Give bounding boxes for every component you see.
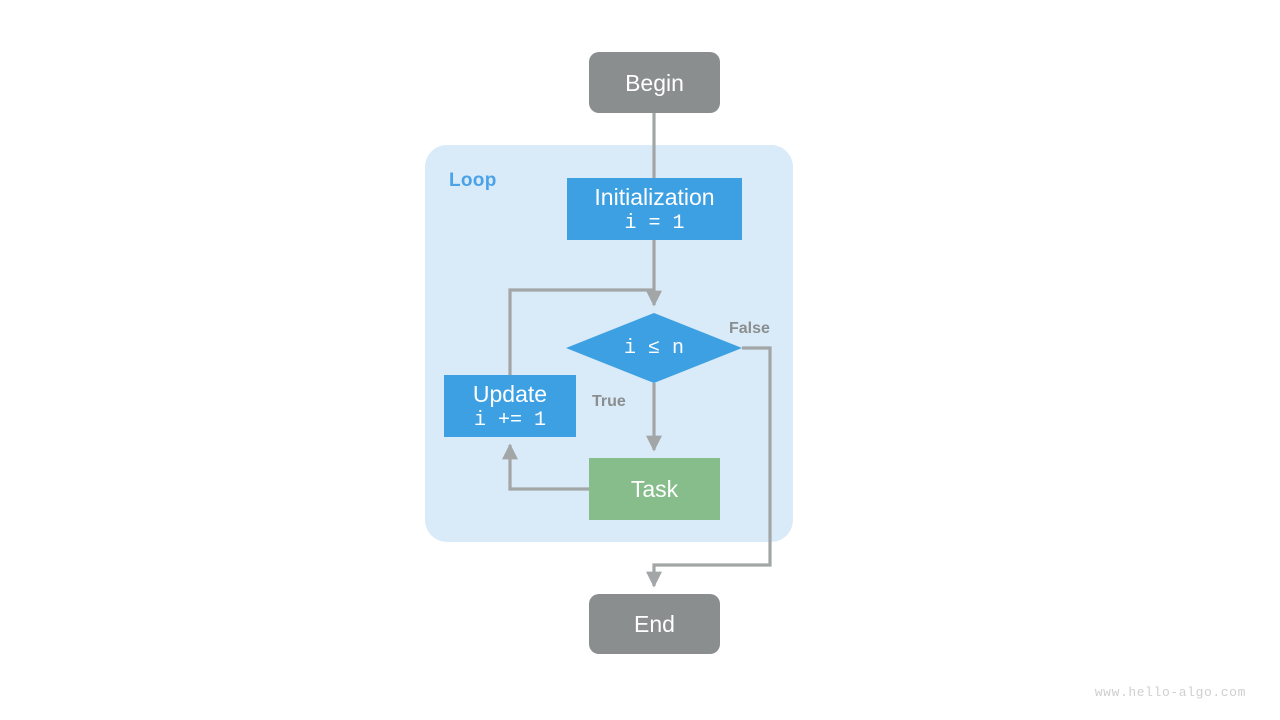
node-initialization[interactable]: Initialization i = 1	[567, 178, 742, 240]
node-initialization-expression: i = 1	[624, 211, 685, 235]
node-condition[interactable]: i ≤ n	[566, 313, 742, 383]
node-begin-label: Begin	[625, 69, 684, 96]
watermark: www.hello-algo.com	[1094, 685, 1246, 700]
edge-label-false: False	[729, 320, 770, 337]
node-end[interactable]: End	[589, 594, 720, 654]
diamond-shape	[566, 313, 742, 383]
node-update[interactable]: Update i += 1	[444, 375, 576, 437]
edge-update-to-condition	[508, 288, 654, 375]
node-end-label: End	[634, 611, 675, 637]
node-update-label: Update	[472, 380, 548, 407]
node-update-expression: i += 1	[473, 408, 546, 432]
node-begin[interactable]: Begin	[589, 52, 720, 113]
node-task-label: Task	[630, 476, 679, 502]
node-initialization-label: Initialization	[594, 183, 715, 210]
edge-task-to-update	[502, 443, 589, 491]
node-condition-label: i ≤ n	[623, 336, 684, 360]
edge-label-true: True	[592, 393, 626, 410]
loop-region-label: Loop	[449, 170, 497, 191]
edge-condition-false-to-end	[646, 346, 772, 588]
node-task[interactable]: Task	[589, 458, 720, 520]
